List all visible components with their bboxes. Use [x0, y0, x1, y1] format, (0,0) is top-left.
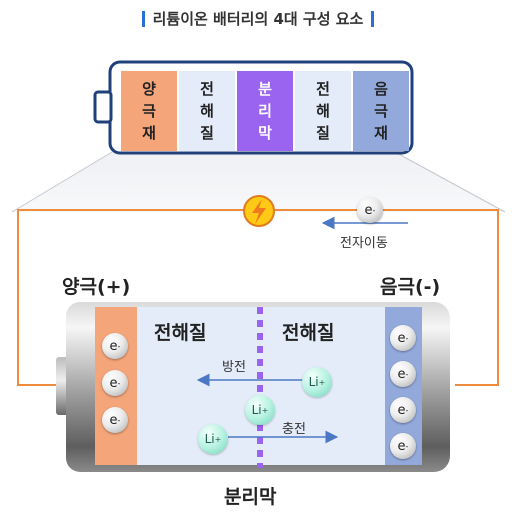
- cathode-char-2: 극: [142, 102, 156, 120]
- anode-electron: e-: [390, 433, 416, 459]
- anode-char-1: 음: [374, 80, 388, 98]
- electron-icon: e-: [357, 197, 383, 223]
- mini-cell-electrolyte-right: 전 해 질: [295, 71, 351, 151]
- ion-charge: +: [261, 405, 269, 415]
- ion-charge: +: [318, 377, 326, 387]
- electrolyte-left-label: 전해질: [154, 322, 207, 344]
- anode-label: 음극(-): [380, 276, 441, 298]
- electron-charge: -: [405, 405, 409, 415]
- ion-symbol: Li: [204, 432, 215, 446]
- lithium-ion-icon: Li+: [245, 395, 275, 425]
- electron-flow-charge: -: [372, 205, 376, 215]
- electrolyte-left-char-3: 질: [200, 124, 214, 142]
- electron-charge: -: [117, 378, 121, 388]
- title-text: 리튬이온 배터리의 4대 구성 요소: [152, 10, 364, 28]
- ion-symbol: Li: [308, 375, 319, 389]
- mini-battery-terminal: [93, 90, 113, 124]
- electrolyte-right-char-1: 전: [316, 80, 330, 98]
- electron-flow-label: 전자이동: [340, 236, 388, 251]
- ion-symbol: Li: [251, 403, 262, 417]
- lithium-ion-icon: Li+: [302, 367, 332, 397]
- title-left-bar: [141, 11, 145, 27]
- zoom-projection: [12, 152, 505, 212]
- discharge-label: 방전: [222, 360, 246, 375]
- mini-cell-electrolyte-left: 전 해 질: [179, 71, 235, 151]
- separator-char-2: 리: [258, 102, 272, 120]
- lithium-ion-icon: Li+: [198, 424, 228, 454]
- electron-symbol: e: [397, 402, 406, 418]
- electron-charge: -: [405, 369, 409, 379]
- electron-symbol: e: [397, 438, 406, 454]
- anode-electron: e-: [390, 325, 416, 351]
- electrolyte-right-char-3: 질: [316, 124, 330, 142]
- electron-charge: -: [405, 441, 409, 451]
- anode-electron: e-: [390, 397, 416, 423]
- electron-symbol: e: [109, 375, 118, 391]
- cathode-electron: e-: [102, 370, 128, 396]
- cathode-char-1: 양: [142, 80, 156, 98]
- separator-label: 분리막: [224, 486, 277, 508]
- mini-cell-cathode: 양 극 재: [121, 71, 177, 151]
- electrolyte-left-char-1: 전: [200, 80, 214, 98]
- electrolyte-right-label: 전해질: [282, 322, 335, 344]
- electron-charge: -: [117, 415, 121, 425]
- anode-electron: e-: [390, 361, 416, 387]
- anode-char-2: 극: [374, 102, 388, 120]
- ion-charge: +: [214, 434, 222, 444]
- electrolyte-right-char-2: 해: [316, 102, 330, 120]
- anode-char-3: 재: [374, 124, 388, 142]
- electron-symbol: e: [109, 338, 118, 354]
- electron-flow-particle: e: [364, 202, 373, 218]
- cathode-electron: e-: [102, 333, 128, 359]
- cathode-label: 양극(+): [62, 276, 131, 298]
- separator-char-3: 막: [258, 124, 272, 142]
- electron-charge: -: [117, 341, 121, 351]
- electron-symbol: e: [109, 412, 118, 428]
- electrolyte-left-char-2: 해: [200, 102, 214, 120]
- title-right-bar: [371, 11, 375, 27]
- cathode-char-3: 재: [142, 124, 156, 142]
- charge-label: 충전: [282, 422, 306, 437]
- electron-charge: -: [405, 333, 409, 343]
- mini-cell-anode: 음 극 재: [353, 71, 409, 151]
- electron-symbol: e: [397, 330, 406, 346]
- separator-char-1: 분: [258, 80, 272, 98]
- title: 리튬이온 배터리의 4대 구성 요소: [0, 8, 516, 29]
- mini-cell-separator: 분 리 막: [237, 71, 293, 151]
- electron-symbol: e: [397, 366, 406, 382]
- cathode-electron: e-: [102, 407, 128, 433]
